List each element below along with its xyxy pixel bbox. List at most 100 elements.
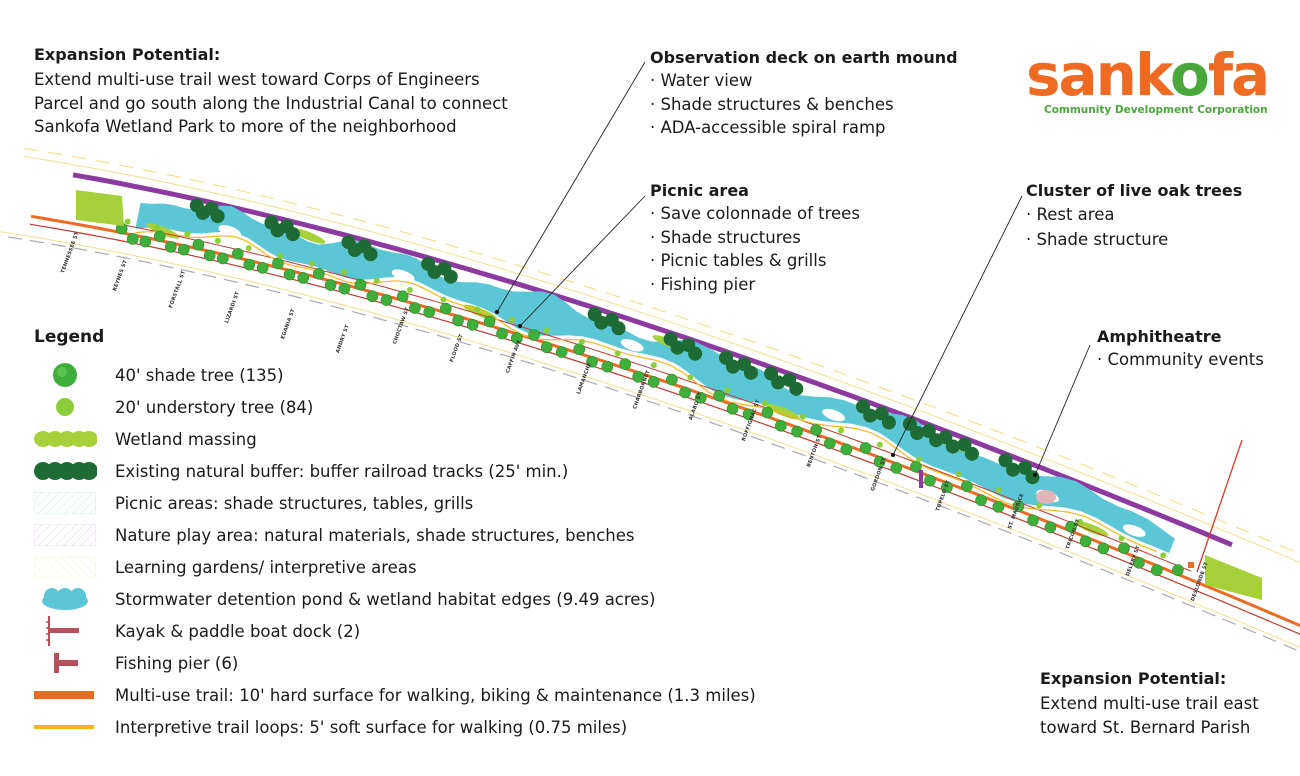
street-curb-line bbox=[0, 235, 1300, 653]
shade-tree bbox=[1065, 521, 1077, 533]
existing-buffer-tree bbox=[611, 321, 626, 336]
existing-buffer-tree bbox=[945, 439, 960, 454]
shade-tree bbox=[1133, 556, 1145, 569]
existing-buffer-tree bbox=[726, 359, 741, 374]
shade-tree bbox=[338, 282, 351, 295]
callout-amphitheatre: Amphitheatre · Community events bbox=[1097, 327, 1264, 372]
legend-item: Nature play area: natural materials, sha… bbox=[30, 521, 635, 549]
shade-tree bbox=[165, 241, 177, 253]
legend-label: Fishing pier (6) bbox=[115, 653, 239, 673]
understory-tree bbox=[406, 287, 413, 294]
callout-title: Cluster of live oak trees bbox=[1026, 181, 1243, 200]
callout-title: Picnic area bbox=[650, 181, 749, 200]
callout-item: · Shade structures bbox=[650, 227, 801, 247]
interpretive-trail-icon bbox=[30, 713, 100, 741]
legend-item: Multi-use trail: 10' hard surface for wa… bbox=[30, 681, 756, 709]
legend-label: Multi-use trail: 10' hard surface for wa… bbox=[115, 685, 756, 705]
callout-item: · Save colonnade of trees bbox=[650, 204, 860, 223]
shade-tree bbox=[1151, 564, 1163, 576]
shade-tree bbox=[324, 279, 337, 291]
shade-tree bbox=[496, 327, 508, 340]
shade-tree bbox=[586, 355, 598, 368]
understory-tree bbox=[995, 486, 1002, 493]
understory-tree bbox=[474, 306, 481, 313]
callout-leader-dot bbox=[518, 324, 522, 328]
shade-tree bbox=[726, 402, 739, 415]
shade-tree bbox=[666, 373, 678, 386]
kayak-dock-icon bbox=[30, 616, 100, 646]
shade-tree bbox=[1012, 500, 1025, 512]
shade-tree bbox=[440, 302, 452, 315]
multi-use-trail bbox=[30, 214, 1300, 628]
legend-label: Wetland massing bbox=[115, 429, 257, 449]
shade-tree bbox=[354, 278, 367, 291]
shade-tree bbox=[1079, 535, 1092, 548]
callout-picnic-area: Picnic area · Save colonnade of trees · … bbox=[650, 181, 860, 296]
expansion-west-line: Extend multi-use trail west toward Corps… bbox=[34, 70, 480, 89]
callout-item: · Shade structure bbox=[1026, 230, 1169, 249]
legend-item: Picnic areas: shade structures, tables, … bbox=[30, 489, 473, 517]
shade-tree bbox=[192, 238, 205, 251]
callout-title: Amphitheatre bbox=[1097, 327, 1222, 346]
canal-line bbox=[1196, 439, 1243, 573]
shade-tree bbox=[283, 268, 296, 281]
shade-tree bbox=[126, 233, 139, 245]
existing-buffer-tree bbox=[771, 375, 786, 390]
shade-tree bbox=[139, 235, 152, 248]
understory-tree bbox=[955, 471, 962, 478]
natural-buffer-icon bbox=[30, 457, 100, 485]
legend-item: Stormwater detention pond & wetland habi… bbox=[30, 585, 655, 613]
street-edge-line bbox=[23, 155, 1300, 564]
wetland-massing bbox=[291, 228, 326, 244]
shade-tree bbox=[1172, 564, 1184, 576]
understory-tree bbox=[277, 252, 284, 259]
expansion-west-title: Expansion Potential: bbox=[34, 45, 221, 64]
shade-tree bbox=[177, 243, 190, 256]
expansion-east-line: Extend multi-use trail east bbox=[1040, 694, 1259, 713]
understory-tree bbox=[876, 441, 883, 448]
legend-item: Wetland massing bbox=[30, 425, 257, 453]
shade-tree bbox=[203, 249, 216, 262]
callout-leader-line bbox=[496, 61, 646, 313]
understory-tree bbox=[440, 296, 447, 303]
understory-tree bbox=[1160, 552, 1167, 559]
callout-leader-dot bbox=[891, 453, 895, 457]
callout-item: · Shade structures & benches bbox=[650, 94, 894, 114]
expansion-west: Expansion Potential: Extend multi-use tr… bbox=[34, 45, 508, 139]
shade-tree bbox=[313, 267, 325, 280]
shade-tree bbox=[694, 392, 707, 404]
pond-island bbox=[620, 339, 644, 352]
existing-buffer-tree bbox=[743, 365, 758, 380]
understory-tree bbox=[838, 427, 845, 434]
shade-tree bbox=[256, 262, 269, 274]
existing-buffer-tree bbox=[863, 408, 878, 423]
expansion-east-title: Expansion Potential: bbox=[1040, 669, 1227, 688]
callout-item: · Water view bbox=[650, 71, 753, 90]
understory-tree bbox=[761, 400, 768, 407]
callout-item: · Rest area bbox=[1026, 205, 1115, 224]
understory-tree bbox=[650, 362, 657, 369]
shade-tree bbox=[366, 290, 379, 303]
shade-tree bbox=[910, 460, 922, 473]
existing-buffer-tree bbox=[688, 346, 703, 361]
logo-wordmark: sankofa bbox=[1026, 41, 1270, 109]
shade-tree bbox=[679, 386, 691, 399]
shade-tree bbox=[1118, 542, 1130, 554]
legend-item: Interpretive trail loops: 5' soft surfac… bbox=[30, 713, 627, 741]
legend-item: 40' shade tree (135) bbox=[30, 361, 284, 389]
existing-buffer-tree bbox=[910, 426, 925, 441]
callout-live-oaks: Cluster of live oak trees · Rest area · … bbox=[1026, 181, 1242, 252]
fishing-pier-icon bbox=[30, 649, 100, 677]
understory-tree bbox=[245, 245, 252, 252]
shade-tree bbox=[396, 290, 409, 303]
shade-tree bbox=[483, 315, 496, 328]
legend-item: Fishing pier (6) bbox=[30, 649, 238, 677]
shade-tree bbox=[992, 501, 1005, 513]
expansion-west-line: Parcel and go south along the Industrial… bbox=[34, 93, 508, 113]
shade-tree bbox=[873, 455, 886, 468]
wetland-massing bbox=[1074, 520, 1109, 537]
shade-tree bbox=[1097, 542, 1110, 555]
shade-tree bbox=[632, 370, 644, 383]
shade-tree bbox=[647, 376, 660, 388]
